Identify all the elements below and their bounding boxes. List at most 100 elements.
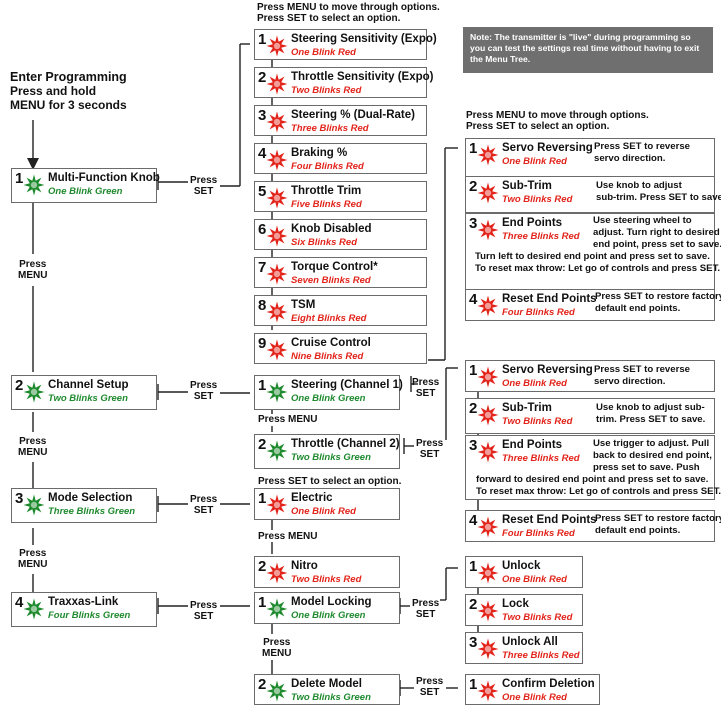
throttle-option-4-blink-code: Four Blinks Red — [502, 528, 575, 539]
knob-option-6-number: 6 — [258, 221, 267, 238]
red-led-icon — [477, 404, 499, 426]
mode-option-2-number: 2 — [258, 558, 267, 575]
green-led-icon — [23, 494, 45, 516]
main-menu-item-2-title: Channel Setup — [48, 379, 129, 391]
main-menu-item-1-blink-code: One Blink Green — [48, 186, 123, 197]
steering-end-points-desc-3: end point, press set to save. — [593, 239, 721, 250]
throttle-option-3-blink-code: Three Blinks Red — [502, 453, 580, 464]
throttle-servo-reversing-desc-2: servo direction. — [594, 376, 666, 387]
throttle-end-points-desc-5: To reset max throw: Let go of controls a… — [476, 486, 721, 497]
knob-option-5-title: Throttle Trim — [291, 185, 362, 197]
press-set-label-2-line2: SET — [193, 391, 214, 402]
enter-line3: MENU for 3 seconds — [10, 98, 127, 112]
throttle-option-1-number: 1 — [469, 362, 478, 379]
steering-option-4-blink-code: Four Blinks Red — [502, 307, 575, 318]
steering-sub-trim-desc-1: Use knob to adjust — [596, 180, 682, 191]
throttle-option-3-title: End Points — [502, 439, 563, 451]
red-led-icon — [266, 339, 288, 361]
steering-option-3-blink-code: Three Blinks Red — [502, 231, 580, 242]
green-led-icon — [23, 598, 45, 620]
steering-end-points-desc-1: Use steering wheel to — [593, 215, 692, 226]
green-led-icon — [23, 174, 45, 196]
red-led-icon — [266, 187, 288, 209]
steering-end-points-desc-5: To reset max throw: Let go of controls a… — [475, 263, 721, 274]
red-led-icon — [266, 73, 288, 95]
knob-option-9-number: 9 — [258, 335, 267, 352]
enter-programming-instructions: Enter Programming Press and hold MENU fo… — [10, 70, 127, 112]
steering-option-3-title: End Points — [502, 217, 563, 229]
main-menu-item-3-title: Mode Selection — [48, 492, 133, 504]
knob-option-8-blink-code: Eight Blinks Red — [291, 313, 367, 324]
press-set-label-4-line1: Press — [190, 600, 218, 611]
green-led-icon — [266, 598, 288, 620]
press-set-label-6-line1: Press — [416, 438, 444, 449]
lock-option-1-number: 1 — [469, 558, 478, 575]
red-led-icon — [477, 441, 499, 463]
press-menu-label-4-line1: Press — [263, 637, 291, 648]
lock-option-2-blink-code: Two Blinks Red — [502, 612, 573, 623]
knob-option-3-blink-code: Three Blinks Red — [291, 123, 369, 134]
mode-option-1-number: 1 — [258, 490, 267, 507]
steering-option-2-title: Sub-Trim — [502, 180, 552, 192]
steering-option-1-title: Servo Reversing — [502, 142, 593, 154]
knob-option-1-number: 1 — [258, 31, 267, 48]
knob-option-4-title: Braking % — [291, 147, 348, 159]
red-led-icon — [266, 301, 288, 323]
knob-option-5-blink-code: Five Blinks Red — [291, 199, 362, 210]
steering-option-2-blink-code: Two Blinks Red — [502, 194, 573, 205]
throttle-option-2-blink-code: Two Blinks Red — [502, 416, 573, 427]
main-menu-item-4-number: 4 — [15, 594, 24, 611]
main-menu-item-3-number: 3 — [15, 490, 24, 507]
throttle-option-1-title: Servo Reversing — [502, 364, 593, 376]
knob-option-5-number: 5 — [258, 183, 267, 200]
press-menu-label-1-line2: MENU — [18, 270, 48, 281]
press-set-label-5-line1: Press — [412, 377, 440, 388]
steering-servo-reversing-desc-1: Press SET to reverse — [594, 141, 690, 152]
knob-option-9-blink-code: Nine Blinks Red — [291, 351, 364, 362]
throttle-option-3-number: 3 — [469, 437, 478, 454]
steering-end-points-desc-2: adjust. Turn right to desired — [593, 227, 720, 238]
channel-option-2-title: Throttle (Channel 2) — [291, 438, 400, 450]
red-led-icon — [266, 35, 288, 57]
red-led-icon — [477, 144, 499, 166]
press-set-label-4-line2: SET — [193, 611, 214, 622]
main-menu-item-2-number: 2 — [15, 377, 24, 394]
green-led-icon — [23, 381, 45, 403]
red-led-icon — [477, 182, 499, 204]
throttle-end-points-desc-1: Use trigger to adjust. Pull — [593, 438, 710, 449]
throttle-end-points-desc-3: press set to save. Push — [593, 462, 700, 473]
steering-option-1-number: 1 — [469, 140, 478, 157]
steering-reset-desc-2: default end points. — [595, 303, 681, 314]
knob-option-1-blink-code: One Blink Red — [291, 47, 356, 58]
steering-sub-trim-desc-2: sub-trim. Press SET to save. — [596, 192, 721, 203]
throttle-sub-trim-desc-2: trim. Press SET to save. — [596, 414, 706, 425]
knob-instructions: Press MENU to move through options. Pres… — [257, 2, 440, 24]
main-menu-item-3-blink-code: Three Blinks Green — [48, 506, 136, 517]
throttle-reset-desc-1: Press SET to restore factory — [595, 513, 721, 524]
knob-option-2-number: 2 — [258, 69, 267, 86]
steering-option-1-blink-code: One Blink Red — [502, 156, 567, 167]
red-led-icon — [477, 680, 499, 702]
press-set-label-5-line2: SET — [415, 388, 436, 399]
green-led-icon — [266, 381, 288, 403]
red-led-icon — [477, 219, 499, 241]
throttle-servo-reversing-desc-1: Press SET to reverse — [594, 364, 690, 375]
lock-option-2-number: 2 — [469, 596, 478, 613]
channel-option-2-number: 2 — [258, 436, 267, 453]
